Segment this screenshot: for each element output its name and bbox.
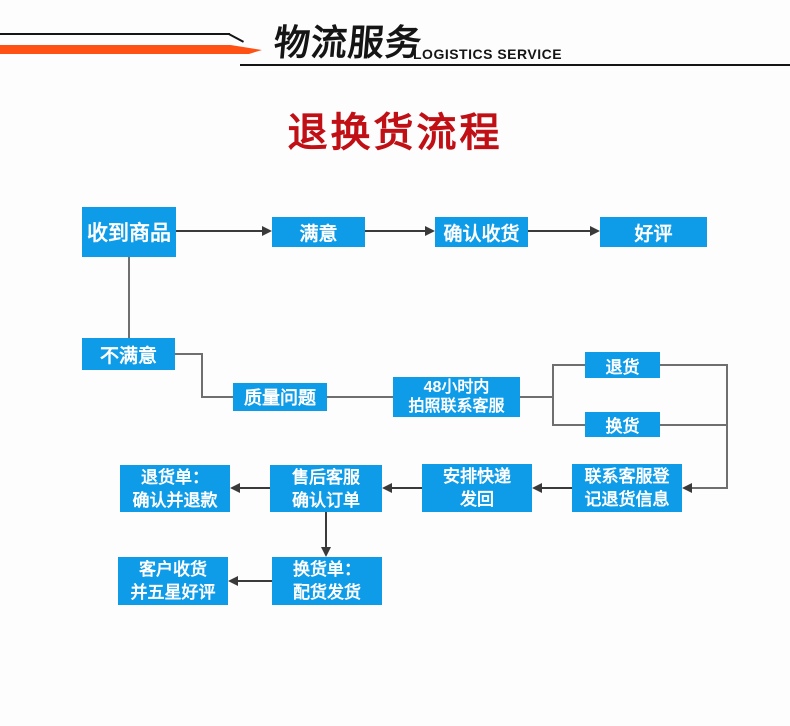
connector-exchangeship-to-fivestar [238, 580, 272, 582]
connector-branch-vertical [552, 364, 554, 426]
connector-unsatisfied-elbow-h1 [175, 353, 203, 355]
connector-receive-to-satisfied [176, 230, 262, 232]
connector-courier-to-aftersales [392, 487, 422, 489]
connector-confirm-to-praise [528, 230, 590, 232]
arrowhead-left-icon [532, 483, 542, 493]
flow-node-quality-issue: 质量问题 [233, 383, 327, 411]
header-thin-line [0, 33, 230, 35]
connector-quality-to-contact48 [327, 396, 393, 398]
connector-aftersales-to-refund [240, 487, 270, 489]
arrowhead-right-icon [590, 226, 600, 236]
exchange-ship-line2: 配货发货 [293, 583, 361, 602]
register-line1: 联系客服登 [584, 467, 670, 486]
refund-line2: 确认并退款 [132, 490, 218, 510]
arrowhead-left-icon [382, 483, 392, 493]
connector-contact48-to-branch [520, 396, 554, 398]
arrowhead-left-icon [230, 483, 240, 493]
contact-48h-line2: 拍照联系客服 [408, 398, 505, 415]
flow-node-aftersales-confirm: 售后客服 确认订单 [270, 465, 382, 512]
connector-receive-to-unsatisfied [128, 257, 130, 338]
connector-return-to-right [660, 364, 728, 366]
connector-branch-to-exchange [552, 424, 585, 426]
arrowhead-right-icon [262, 226, 272, 236]
header-thin-line-slant [228, 33, 245, 43]
header-orange-accent-bar [0, 45, 262, 54]
flow-node-arrange-courier: 安排快递 发回 [422, 464, 532, 512]
connector-unsatisfied-elbow-h2 [201, 396, 233, 398]
arrowhead-right-icon [425, 226, 435, 236]
flow-node-exchange-ship: 换货单： 配货发货 [272, 557, 382, 605]
flow-node-exchange-option: 换货 [585, 412, 660, 437]
connector-right-vertical [726, 364, 728, 489]
flow-node-satisfied: 满意 [272, 217, 365, 247]
flow-node-refund: 退货单： 确认并退款 [120, 465, 230, 512]
connector-branch-to-return [552, 364, 585, 366]
register-line2: 记退货信息 [584, 490, 670, 509]
flow-node-return-option: 退货 [585, 352, 660, 378]
flow-node-confirm-receipt: 确认收货 [435, 217, 528, 247]
connector-unsatisfied-elbow-v [201, 353, 203, 398]
header-underline [240, 64, 790, 66]
flow-node-receive-goods: 收到商品 [82, 207, 176, 257]
arrowhead-left-icon [228, 576, 238, 586]
five-star-line1: 客户收货 [139, 560, 207, 579]
refund-line1: 退货单： [141, 467, 209, 487]
connector-aftersales-to-exchangeship [325, 512, 327, 547]
connector-right-to-register [692, 487, 728, 489]
five-star-line2: 并五星好评 [130, 583, 216, 602]
connector-register-to-courier [542, 487, 572, 489]
flow-node-good-review: 好评 [600, 217, 707, 247]
arrowhead-down-icon [321, 547, 331, 557]
header-brand-chinese: 物流服务 [272, 22, 424, 63]
flow-node-contact-48h: 48小时内 拍照联系客服 [393, 377, 520, 417]
arrowhead-left-icon [682, 483, 692, 493]
exchange-ship-line1: 换货单： [293, 560, 361, 579]
contact-48h-line1: 48小时内 [423, 379, 490, 396]
header-brand-english: LOGISTICS SERVICE [413, 46, 563, 62]
page-title: 退换货流程 [287, 111, 503, 155]
courier-line1: 安排快递 [443, 467, 511, 486]
aftersales-line2: 确认订单 [292, 490, 360, 510]
flow-node-customer-five-star: 客户收货 并五星好评 [118, 557, 228, 605]
connector-exchange-to-right [660, 424, 728, 426]
flow-node-unsatisfied: 不满意 [82, 338, 175, 370]
flow-node-register-return-info: 联系客服登 记退货信息 [572, 464, 682, 512]
courier-line2: 发回 [460, 490, 494, 509]
connector-satisfied-to-confirm [365, 230, 425, 232]
aftersales-line1: 售后客服 [292, 467, 360, 487]
